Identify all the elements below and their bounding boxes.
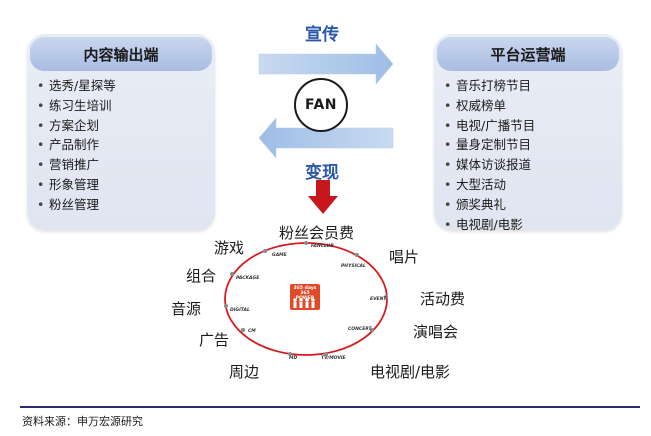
list-item: •大型活动 [444, 176, 507, 192]
monetization-arrow [258, 117, 394, 159]
cycle-label-game: 游戏 [214, 239, 245, 257]
list-item: •量身定制节目 [444, 137, 532, 153]
cycle-label-fanclub: 粉丝会员费 [279, 224, 355, 242]
content-output-title: 内容输出端 [30, 37, 212, 71]
cycle-label-event: 活动费 [420, 290, 466, 308]
ring-label: DIGITAL [230, 308, 250, 313]
list-item: •产品制作 [37, 137, 100, 153]
monetization-label: 变现 [305, 163, 339, 183]
ring-label: PHYSICAL [341, 264, 366, 269]
cycle-label-package: 组合 [186, 267, 217, 285]
list-item: •电视剧/电影 [444, 216, 523, 232]
content-output-panel: 内容输出端 •选秀/星探等 •练习生培训 •方案企划 •产品制作 •营销推广 •… [27, 34, 215, 230]
ring-dots [224, 241, 388, 356]
fan-circle: FAN [294, 78, 348, 132]
cycle-label-digital: 音源 [171, 300, 202, 318]
down-arrow-icon [308, 180, 338, 214]
list-item: •音乐打榜节目 [444, 78, 532, 93]
ring-label: MD [289, 356, 298, 361]
ring-label: FANCLUB [311, 244, 334, 249]
ring-label: PACKAGE [236, 276, 260, 281]
emblem-text: 365 days 365 POWER [293, 286, 317, 301]
list-item: •媒体访谈报道 [444, 157, 532, 173]
list-item: •粉丝管理 [37, 196, 100, 212]
list-item: •权威榜单 [444, 97, 507, 113]
list-item: •形象管理 [37, 176, 100, 192]
fan-label: FAN [304, 97, 337, 113]
promotion-arrow [258, 43, 394, 85]
footer-rule [20, 406, 640, 408]
list-item: •选秀/星探等 [37, 78, 116, 93]
ring-label: TV/MOVIE [321, 356, 346, 361]
platform-operation-title: 平台运营端 [437, 37, 619, 71]
promotion-label: 宣传 [305, 25, 339, 45]
platform-operation-panel: 平台运营端 •音乐打榜节目 •权威榜单 •电视/广播节目 •量身定制节目 •媒体… [434, 34, 622, 232]
ring-label: EVENT [370, 297, 387, 302]
list-item: •颁奖典礼 [444, 196, 507, 212]
ring-label: CONCERT [348, 327, 372, 332]
platform-operation-list: •音乐打榜节目 •权威榜单 •电视/广播节目 •量身定制节目 •媒体访谈报道 •… [444, 76, 616, 234]
content-output-list: •选秀/星探等 •练习生培训 •方案企划 •产品制作 •营销推广 •形象管理 •… [37, 76, 209, 215]
list-item: •练习生培训 [37, 97, 112, 113]
source-note: 资料来源：申万宏源研究 [22, 415, 143, 428]
cycle-label-cm: 广告 [199, 331, 230, 349]
list-item: •方案企划 [37, 117, 100, 133]
cycle-label-physical: 唱片 [389, 248, 420, 266]
list-item: •电视/广播节目 [444, 117, 536, 133]
cycle-label-tv-movie: 电视剧/电影 [370, 363, 451, 381]
cycle-label-concert: 演唱会 [413, 323, 459, 341]
list-item: •营销推广 [37, 157, 100, 173]
ring-label: CM [248, 329, 256, 334]
cycle-label-md: 周边 [229, 363, 260, 381]
ring-label: GAME [272, 253, 287, 258]
people-icon [293, 298, 315, 308]
